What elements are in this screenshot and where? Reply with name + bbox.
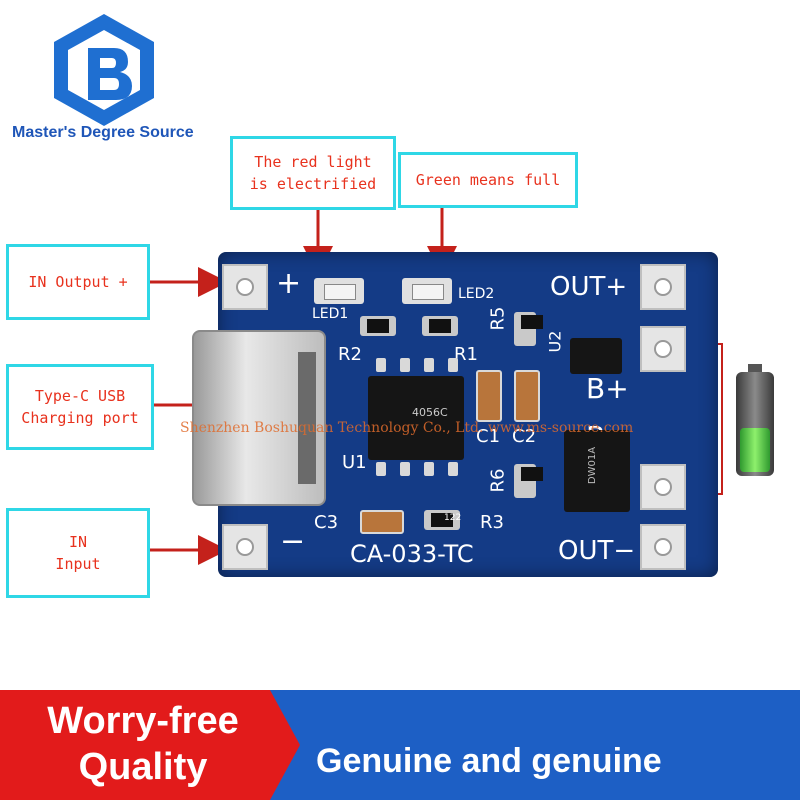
pad-in-plus <box>222 264 268 310</box>
chip-u1-marking: 4056C <box>412 406 448 419</box>
pad-b-plus <box>640 326 686 372</box>
pad-out-plus <box>640 264 686 310</box>
brand-name: Master's Degree Source <box>12 124 194 141</box>
callout-red-light: The red light is electrified <box>230 136 396 210</box>
label-r2: R2 <box>338 344 362 365</box>
capacitor-c1 <box>476 370 502 422</box>
label-r5: R5 <box>487 306 509 331</box>
pad-in-minus <box>222 524 268 570</box>
led1 <box>314 278 364 304</box>
label-minus: − <box>280 524 306 559</box>
usb-type-c-port <box>192 330 326 506</box>
banner-left <box>0 690 300 800</box>
resistor-r1 <box>422 316 458 336</box>
label-b-plus: B+ <box>586 372 629 405</box>
chip-u2 <box>570 338 622 374</box>
label-out-plus: OUT+ <box>550 272 628 302</box>
label-led2: LED2 <box>458 286 495 302</box>
chip-protection: DW01A <box>564 430 630 512</box>
chip-protection-marking: DW01A <box>587 446 599 485</box>
capacitor-c2 <box>514 370 540 422</box>
label-plus: + <box>276 266 302 301</box>
label-led1: LED1 <box>312 306 349 322</box>
brand-logo <box>48 10 160 130</box>
label-r6: R6 <box>487 468 509 493</box>
label-out-minus: OUT− <box>558 536 636 566</box>
label-model: CA-033-TC <box>350 540 474 568</box>
label-u1: U1 <box>342 452 367 473</box>
label-r3: R3 <box>480 512 504 533</box>
watermark: Shenzhen Boshuquan Technology Co., Ltd. … <box>180 420 634 436</box>
label-r1: R1 <box>454 344 478 365</box>
label-u2: U2 <box>545 330 565 353</box>
resistor-r5 <box>514 312 543 346</box>
resistor-r3 <box>424 510 460 530</box>
callout-in-output: IN Output + <box>6 244 150 320</box>
pcb-board: + − OUT+ OUT− B+ B− CA-033-TC LED1 LED2 … <box>192 252 718 577</box>
resistor-r2 <box>360 316 396 336</box>
logo-hexagon-icon <box>54 14 154 126</box>
pad-out-minus <box>640 524 686 570</box>
callout-type-c: Type-C USB Charging port <box>6 364 154 450</box>
banner-right-text: Genuine and genuine <box>316 742 662 780</box>
chip-u1: 4056C <box>368 376 464 460</box>
battery-icon <box>736 364 774 476</box>
banner-left-text: Worry-free Quality <box>47 700 239 788</box>
callout-in-input: IN Input <box>6 508 150 598</box>
label-c1: C1 <box>476 426 501 447</box>
resistor-r6 <box>514 464 543 498</box>
capacitor-c3 <box>360 510 404 534</box>
label-c2: C2 <box>512 426 537 447</box>
led2 <box>402 278 452 304</box>
label-c3: C3 <box>314 512 339 533</box>
pad-b-minus <box>640 464 686 510</box>
smd-code: 122 <box>444 513 462 523</box>
callout-green-full: Green means full <box>398 152 578 208</box>
